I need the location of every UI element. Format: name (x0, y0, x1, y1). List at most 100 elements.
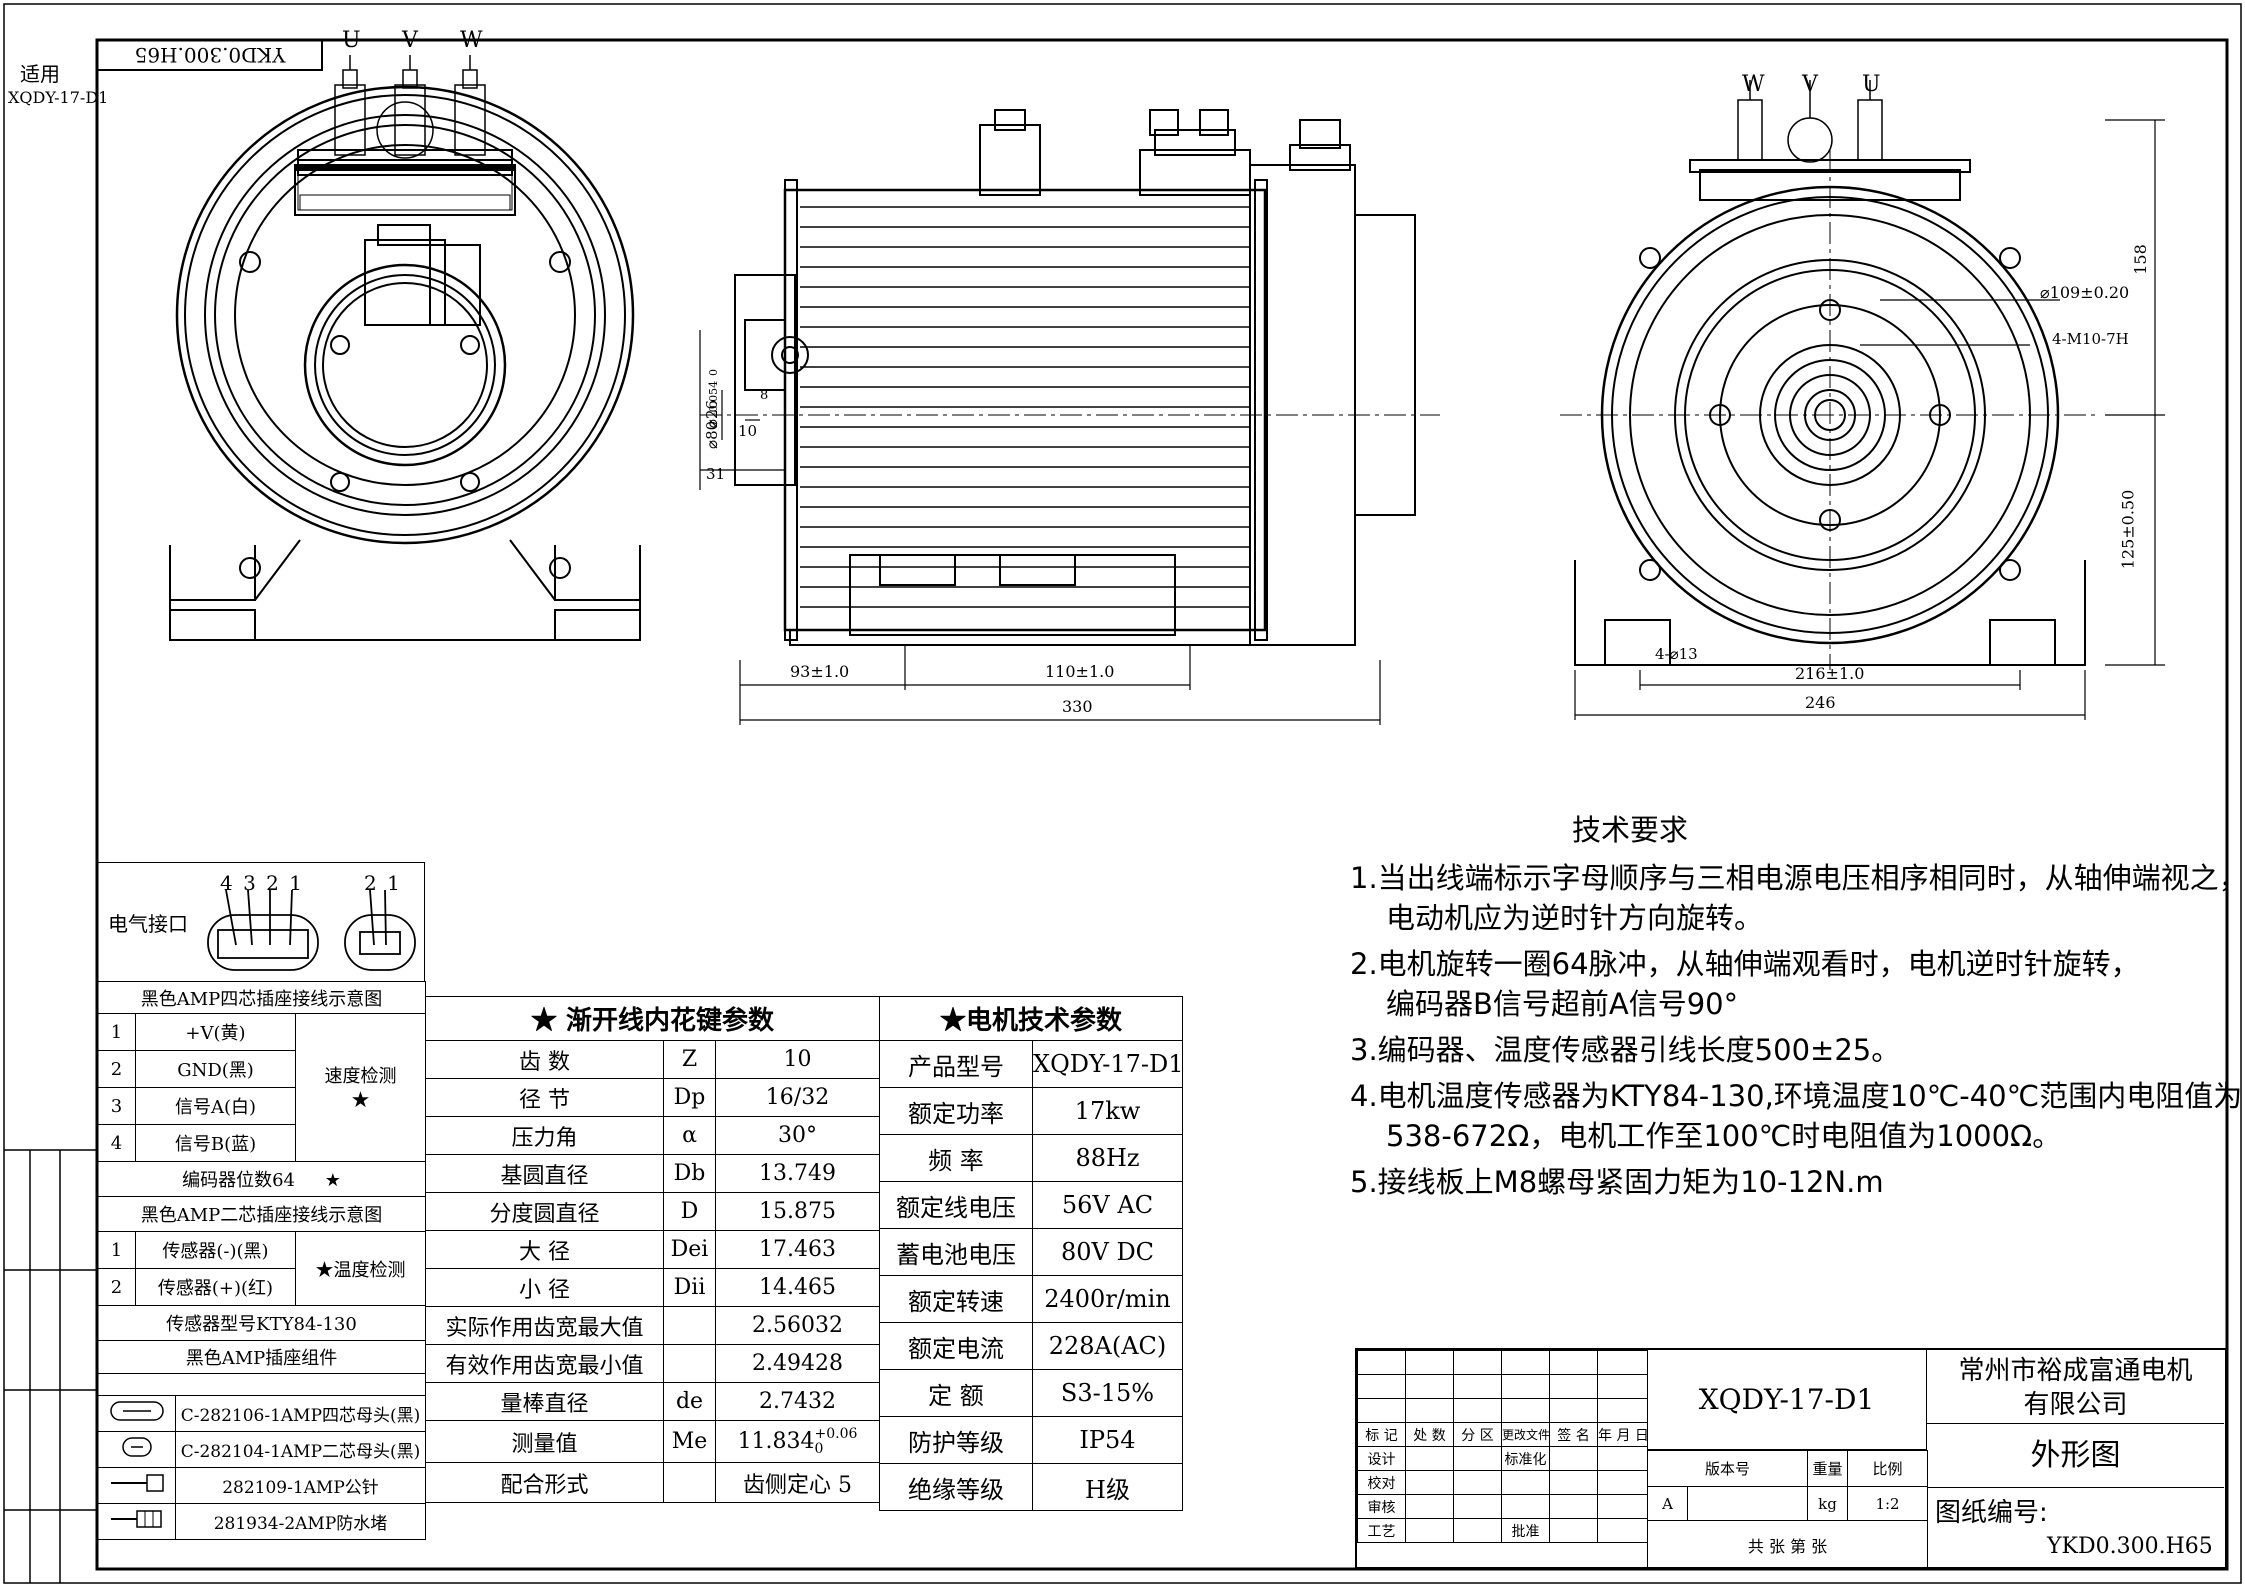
spline-name: 量棒直径 (425, 1382, 664, 1421)
rev-head: 标 记 (1357, 1422, 1406, 1447)
drawing-no: YKD0.300.H65 (2047, 1534, 2213, 1559)
two-pin-no: 1 (97, 1231, 136, 1269)
spline-name: 大 径 (425, 1230, 664, 1269)
applicable-label: 适用 (20, 62, 60, 86)
four-pin-signal: GND(黑) (135, 1050, 296, 1088)
rear-terminal-v: V (1802, 72, 1818, 97)
male-pin-icon (110, 1474, 164, 1492)
scale-label: 比例 (1847, 1450, 1929, 1487)
title-model: XQDY-17-D1 (1647, 1350, 1927, 1450)
applicable-model: XQDY-17-D1 (8, 88, 109, 107)
spline-sym (663, 1344, 716, 1383)
kit-table: C-282106-1AMP四芯母头(黑) C-282104-1AMP二芯母头(黑… (97, 1395, 426, 1540)
dim-216: 216±1.0 (1795, 664, 1865, 683)
inner-frame (95, 38, 2229, 1571)
spline-sym: Me (663, 1420, 716, 1463)
company-name: 常州市裕成富通电机 有限公司 (1927, 1350, 2224, 1424)
speed-detect-star: ★ (350, 1088, 371, 1113)
rear-view (1560, 80, 2165, 720)
rev-head: 处 数 (1405, 1422, 1454, 1447)
motor-param-name: 额定转速 (879, 1275, 1033, 1323)
front-view (169, 55, 641, 641)
dim-d26: ⌀26 (703, 399, 722, 429)
motor-title-text: 电机技术参数 (966, 1006, 1123, 1036)
kit-item: C-282104-1AMP二芯母头(黑) (175, 1431, 426, 1468)
spline-sym: Dii (663, 1268, 716, 1307)
connector-header: 电气接口 4 3 2 1 2 1 (97, 862, 425, 982)
connector-label: 电气接口 (108, 912, 188, 936)
motor-param-name: 额定电流 (879, 1322, 1033, 1370)
dim-m10: 4-M10-7H (2052, 330, 2129, 348)
drawing-no-label: 图纸编号: (1935, 1498, 2048, 1528)
motor-param-val: 80V DC (1032, 1228, 1183, 1276)
kit-item: C-282106-1AMP四芯母头(黑) (175, 1395, 426, 1432)
motor-param-name: 额定线电压 (879, 1181, 1033, 1229)
dim-246: 246 (1805, 693, 1836, 712)
spline-val: 2.7432 (714, 1382, 881, 1421)
spline-sym (663, 1306, 716, 1345)
side-view (699, 109, 1440, 725)
two-pin-connector-icon (121, 1437, 152, 1457)
role-label: 设计 (1357, 1446, 1406, 1471)
spline-val: 15.875 (714, 1192, 881, 1231)
kit-icon-2pin (97, 1431, 176, 1468)
spline-title: ★ 渐开线内花键参数 (424, 996, 881, 1041)
dim-d109: ⌀109±0.20 (2040, 283, 2130, 302)
outer-frame (3, 3, 2242, 1584)
dim-330: 330 (1062, 697, 1093, 716)
spline-name: 压力角 (425, 1116, 664, 1155)
motor-param-name: 额定功率 (879, 1087, 1033, 1135)
motor-param-val: XQDY-17-D1 (1032, 1040, 1183, 1088)
speed-detect: 速度检测 ★ (294, 1013, 427, 1162)
spline-sym: de (663, 1382, 716, 1421)
stage-value: A (1647, 1486, 1688, 1521)
kit-item: 281934-2AMP防水堵 (175, 1503, 426, 1540)
tech-item: 2.电机旋转一圈64脉冲，从轴伸端观看时，电机逆时针旋转， (1350, 947, 2140, 981)
tech-item: 3.编码器、温度传感器引线长度500±25。 (1350, 1033, 1901, 1067)
tech-item-cont: 电动机应为逆时针方向旋转。 (1386, 901, 1764, 935)
front-terminal-w: W (460, 28, 483, 53)
spline-sym: Db (663, 1154, 716, 1193)
encoder-bits: 编码器位数64 ★ (96, 1161, 427, 1197)
kit-icon-plug (97, 1503, 176, 1540)
weight-unit: kg (1807, 1486, 1849, 1521)
tech-title: 技术要求 (1571, 813, 1688, 847)
spline-name: 分度圆直径 (425, 1192, 664, 1231)
four-pin-no: 3 (97, 1087, 136, 1125)
motor-param-val: S3-15% (1032, 1369, 1183, 1417)
technical-requirements: 技术要求 1.当出线端标示字母顺序与三相电源电压相序相同时，从轴伸端视之， 电动… (1350, 810, 2245, 1202)
spline-val: 11.834 (737, 1428, 815, 1454)
front-terminal-u: U (342, 28, 361, 53)
motor-param-val: 228A(AC) (1032, 1322, 1183, 1370)
spline-val: 30° (714, 1116, 881, 1155)
rev-head: 分 区 (1453, 1422, 1502, 1447)
role-label: 校对 (1357, 1470, 1406, 1495)
four-pin-numbers: 4 3 2 1 (220, 871, 304, 895)
two-pin-numbers: 2 1 (364, 871, 402, 895)
spline-name: 齿 数 (425, 1040, 664, 1079)
spline-name: 基圆直径 (425, 1154, 664, 1193)
spline-val: 齿侧定心 5 (714, 1462, 881, 1503)
two-pin-signal: 传感器(+)(红) (135, 1268, 296, 1306)
spline-val: 16/32 (714, 1078, 881, 1117)
motor-param-name: 绝缘等级 (879, 1463, 1033, 1511)
dim-110: 110±1.0 (1045, 662, 1115, 681)
spline-name: 有效作用齿宽最小值 (425, 1344, 664, 1383)
sensor-model: 传感器型号KTY84-130 (96, 1305, 427, 1341)
spline-sym: D (663, 1192, 716, 1231)
spline-sym: Z (663, 1040, 716, 1079)
spline-tol-top: +0.06 (814, 1425, 858, 1442)
spline-name: 配合形式 (425, 1462, 664, 1503)
two-pin-no: 2 (97, 1268, 136, 1306)
four-pin-title: 黑色AMP四芯插座接线示意图 (96, 981, 427, 1014)
two-pin-signal: 传感器(-)(黑) (135, 1231, 296, 1269)
spline-val: 17.463 (714, 1230, 881, 1269)
spline-val: 14.465 (714, 1268, 881, 1307)
motor-param-name: 频 率 (879, 1134, 1033, 1182)
spline-sym: Dei (663, 1230, 716, 1269)
inverted-code-box (96, 39, 323, 71)
